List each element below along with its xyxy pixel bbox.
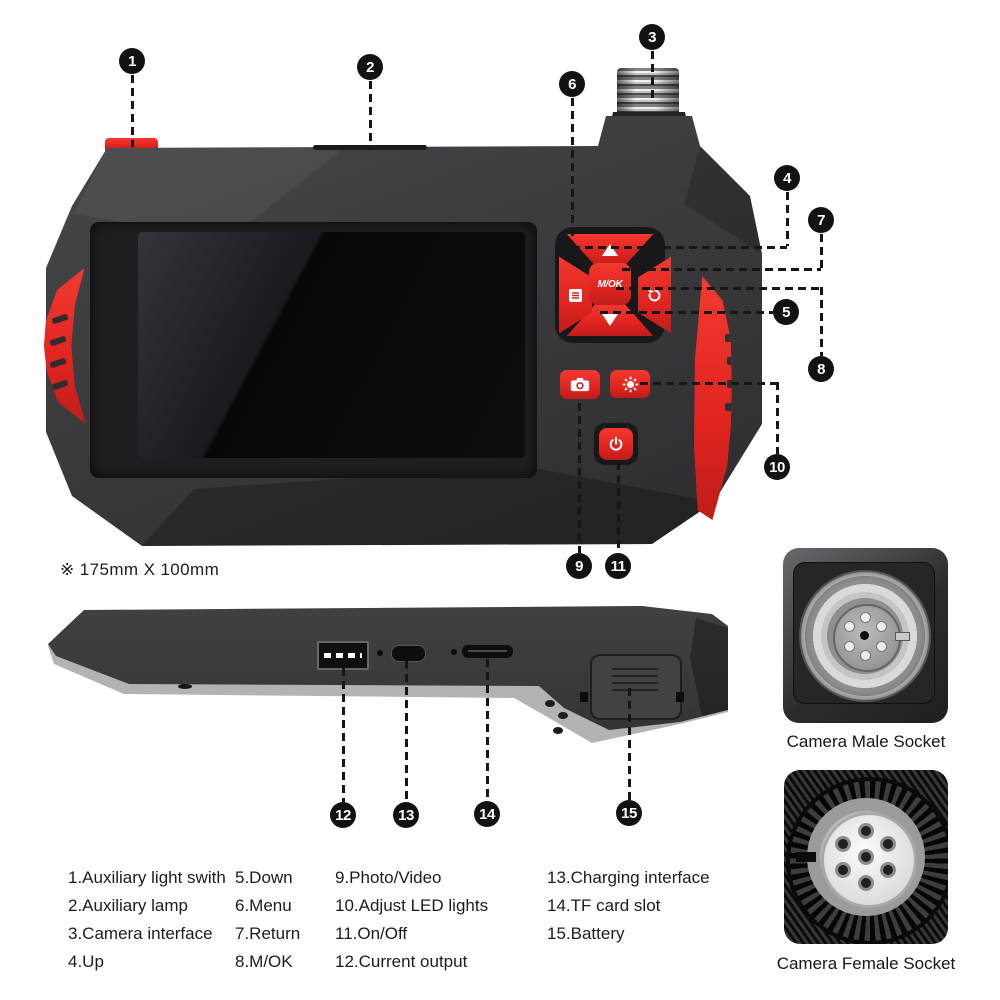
- callout-line: [786, 192, 789, 246]
- callout-line: [131, 75, 134, 147]
- tf-card-slot: [462, 645, 513, 658]
- callout-line: [617, 462, 620, 553]
- callout-line: [616, 287, 821, 290]
- callout-10: 10: [764, 454, 790, 480]
- callout-line: [571, 98, 574, 255]
- callout-8: 8: [808, 356, 834, 382]
- side-detail-hole: [178, 684, 192, 689]
- menu-icon: [569, 288, 582, 302]
- legend-item-10: 10.Adjust LED lights: [335, 896, 489, 915]
- battery-cover: [590, 654, 682, 720]
- battery-clip: [580, 692, 588, 702]
- socket-key-notch: [796, 852, 816, 862]
- callout-13: 13: [393, 802, 419, 828]
- battery-clip: [676, 692, 684, 702]
- monitor-side-view: [44, 598, 744, 750]
- male-socket-label: Camera Male Socket: [786, 732, 946, 751]
- handle-hole: [553, 727, 563, 734]
- callout-line: [776, 382, 779, 454]
- callout-line: [572, 246, 787, 249]
- legend-item-6: 6.Menu: [235, 896, 292, 915]
- legend-item-15: 15.Battery: [547, 924, 625, 943]
- camera-interface-connector: [617, 68, 679, 118]
- dimension-note: ※ 175mm X 100mm: [60, 560, 220, 579]
- female-socket-label: Camera Female Socket: [776, 954, 956, 973]
- callout-line: [628, 688, 631, 800]
- callout-3: 3: [639, 24, 665, 50]
- camera-icon: [570, 377, 590, 392]
- callout-2: 2: [357, 54, 383, 80]
- legend-item-8: 8.M/OK: [235, 952, 293, 971]
- legend-item-5: 5.Down: [235, 868, 293, 887]
- callout-line: [578, 403, 581, 553]
- sun-led-icon: [622, 376, 638, 392]
- callout-line: [820, 287, 823, 356]
- callout-11: 11: [605, 553, 631, 579]
- legend-item-1: 1.Auxiliary light swith: [68, 868, 226, 887]
- socket-key-tab: [895, 632, 910, 641]
- legend-item-3: 3.Camera interface: [68, 924, 213, 943]
- callout-line: [600, 311, 773, 314]
- callout-line: [820, 234, 823, 268]
- legend-item-13: 13.Charging interface: [547, 868, 710, 887]
- callout-line: [651, 51, 654, 100]
- legend-item-2: 2.Auxiliary lamp: [68, 896, 188, 915]
- down-arrow-icon: [602, 314, 618, 326]
- callout-6: 6: [559, 71, 585, 97]
- lcd-screen: [138, 232, 525, 458]
- legend-item-11: 11.On/Off: [335, 924, 408, 943]
- camera-female-socket-photo: [784, 770, 948, 944]
- handle-hole: [558, 712, 568, 719]
- power-button: [599, 428, 633, 460]
- usb-pins: [324, 653, 362, 658]
- mic-hole: [377, 650, 383, 656]
- photo-video-button: [560, 370, 600, 399]
- callout-14: 14: [474, 801, 500, 827]
- handle-hole: [545, 700, 555, 707]
- camera-male-socket-photo: [783, 548, 948, 723]
- power-icon: [609, 436, 623, 451]
- callout-4: 4: [774, 165, 800, 191]
- reset-hole: [451, 649, 457, 655]
- legend-item-14: 14.TF card slot: [547, 896, 661, 915]
- callout-7: 7: [808, 207, 834, 233]
- callout-12: 12: [330, 802, 356, 828]
- callout-1: 1: [119, 48, 145, 74]
- legend-item-7: 7.Return: [235, 924, 301, 943]
- current-output-port: [317, 641, 369, 670]
- callout-line: [640, 382, 777, 385]
- callout-line: [486, 659, 489, 801]
- callout-line: [405, 661, 408, 802]
- charging-port: [391, 645, 426, 662]
- callout-15: 15: [616, 800, 642, 826]
- legend-item-12: 12.Current output: [335, 952, 468, 971]
- callout-9: 9: [566, 553, 592, 579]
- callout-line: [622, 268, 821, 271]
- callout-5: 5: [773, 299, 799, 325]
- legend-item-4: 4.Up: [68, 952, 104, 971]
- callout-line: [342, 668, 345, 802]
- legend-item-9: 9.Photo/Video: [335, 868, 442, 887]
- callout-line: [369, 81, 372, 150]
